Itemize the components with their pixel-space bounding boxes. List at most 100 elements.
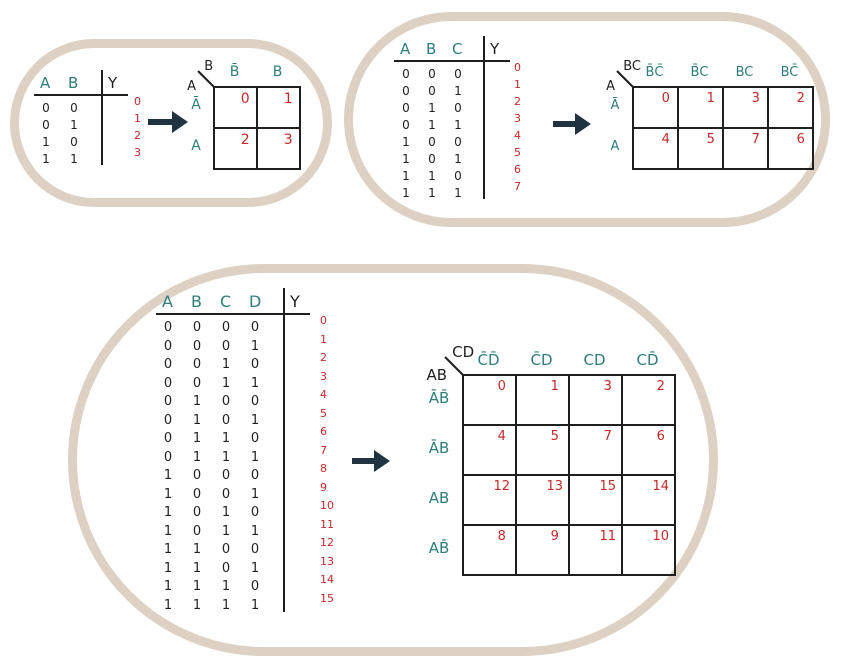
truth-table-header: A xyxy=(162,292,173,311)
kmap-corner-diagonal xyxy=(616,70,634,88)
truth-table-bit: 1 xyxy=(250,486,260,502)
kmap-grid xyxy=(632,86,814,170)
truth-table-bit: 1 xyxy=(192,412,202,428)
truth-table-bit: 0 xyxy=(163,412,173,428)
minterm-index: 7 xyxy=(320,443,327,457)
kmap-cell-index: 3 xyxy=(751,91,760,106)
truth-table-bit: 1 xyxy=(221,579,231,594)
truth-table-bit: 1 xyxy=(428,118,436,132)
right-arrow-icon xyxy=(352,449,390,473)
kmap-column-label: CD̄ xyxy=(636,351,659,369)
kmap-column-label: B̄C xyxy=(690,65,709,80)
kmap-column-label: BC xyxy=(735,65,754,80)
truth-table-bit: 0 xyxy=(192,375,202,391)
truth-table-bit: 1 xyxy=(428,101,436,115)
kmap-cell-index: 3 xyxy=(283,132,293,148)
truth-table-bit: 1 xyxy=(221,449,231,465)
kmap-cell-index: 13 xyxy=(546,479,563,494)
kmap-cell-index: 12 xyxy=(493,479,510,494)
truth-table-bit: 0 xyxy=(192,486,202,502)
truth-table-header-rule xyxy=(394,60,510,62)
minterm-index: 6 xyxy=(514,163,521,176)
kmap-cell-index: 1 xyxy=(550,379,559,394)
truth-table-bit: 0 xyxy=(402,118,410,132)
truth-table-bit: 1 xyxy=(70,152,78,166)
kmap-row-label: AB xyxy=(428,489,450,508)
truth-table-bit: 1 xyxy=(221,375,231,391)
minterm-index: 12 xyxy=(320,536,334,549)
minterm-index: 0 xyxy=(514,61,521,74)
minterm-index: 2 xyxy=(320,351,327,364)
truth-table-bit: 1 xyxy=(192,449,202,465)
truth-table-bit: 0 xyxy=(454,67,462,81)
kmap-cell-index: 14 xyxy=(652,479,669,494)
kmap-cell-index: 6 xyxy=(796,132,805,147)
truth-table-bit: 0 xyxy=(221,320,231,335)
truth-table-bit: 0 xyxy=(402,84,410,98)
truth-table-bit: 1 xyxy=(42,135,50,149)
truth-table-bit: 1 xyxy=(163,468,173,483)
truth-table-bit: 1 xyxy=(402,152,410,166)
truth-table-bit: 0 xyxy=(192,505,202,520)
kmap-cell-index: 1 xyxy=(706,91,715,106)
kmap-column-label: C̄D xyxy=(530,351,553,369)
minterm-index: 3 xyxy=(514,112,521,125)
truth-table-bit: 1 xyxy=(42,152,50,166)
kmap-cell-index: 5 xyxy=(706,132,715,147)
truth-table-bit: 0 xyxy=(454,135,462,149)
kmap-cell-index: 1 xyxy=(283,91,293,107)
truth-table-header: B xyxy=(68,74,79,92)
minterm-index: 0 xyxy=(134,95,141,108)
kmap-grid xyxy=(462,374,676,576)
truth-table-bit: 0 xyxy=(250,505,260,520)
kmap-column-variable: BC xyxy=(623,59,641,74)
minterm-index: 5 xyxy=(320,406,327,420)
minterm-index: 2 xyxy=(134,129,141,142)
truth-table-output-rule xyxy=(101,70,103,165)
truth-table-bit: 0 xyxy=(163,431,173,446)
kmap-cell-index: 9 xyxy=(550,529,559,544)
minterm-index: 13 xyxy=(320,554,334,568)
minterm-index: 8 xyxy=(320,462,327,475)
kmap-row-label: A xyxy=(191,138,201,155)
truth-table-bit: 1 xyxy=(221,505,231,520)
truth-table-bit: 0 xyxy=(454,101,462,115)
truth-table-bit: 1 xyxy=(163,542,173,557)
truth-table-bit: 0 xyxy=(70,135,78,149)
truth-table-output-header: Y xyxy=(290,292,300,311)
kmap-cell-index: 0 xyxy=(497,379,506,394)
minterm-index: 2 xyxy=(514,95,521,108)
minterm-index: 15 xyxy=(320,591,334,605)
truth-table-bit: 1 xyxy=(221,357,231,372)
minterm-index: 5 xyxy=(514,146,521,159)
truth-table-bit: 1 xyxy=(192,394,202,409)
truth-table-bit: 0 xyxy=(250,320,260,335)
truth-table-header: B xyxy=(426,40,437,58)
truth-table-bit: 0 xyxy=(163,394,173,409)
kmap-column-variable: B xyxy=(204,59,214,74)
truth-table-bit: 1 xyxy=(163,523,173,539)
truth-table-output-rule xyxy=(283,288,285,612)
truth-table-bit: 0 xyxy=(402,101,410,115)
right-arrow-icon xyxy=(553,112,591,136)
truth-table-bit: 0 xyxy=(428,135,436,149)
truth-table-bit: 1 xyxy=(163,560,173,576)
minterm-index: 1 xyxy=(514,78,521,91)
four-variable-panel xyxy=(68,264,718,656)
truth-table-bit: 1 xyxy=(402,169,410,183)
truth-table-bit: 1 xyxy=(163,505,173,520)
truth-table-bit: 0 xyxy=(192,357,202,372)
truth-table-bit: 1 xyxy=(250,560,260,576)
truth-table-bit: 1 xyxy=(454,152,462,166)
truth-table-bit: 0 xyxy=(250,468,260,483)
truth-table-bit: 0 xyxy=(163,320,173,335)
truth-table-bit: 0 xyxy=(428,152,436,166)
kmap-cell-index: 5 xyxy=(550,429,559,444)
minterm-index: 10 xyxy=(320,499,334,512)
truth-table-bit: 0 xyxy=(221,468,231,483)
truth-table-bit: 1 xyxy=(250,412,260,428)
truth-table-bit: 1 xyxy=(454,186,462,200)
truth-table-bit: 0 xyxy=(221,338,231,354)
kmap-cell-index: 3 xyxy=(603,379,612,394)
kmap-cell-index: 11 xyxy=(599,529,616,544)
